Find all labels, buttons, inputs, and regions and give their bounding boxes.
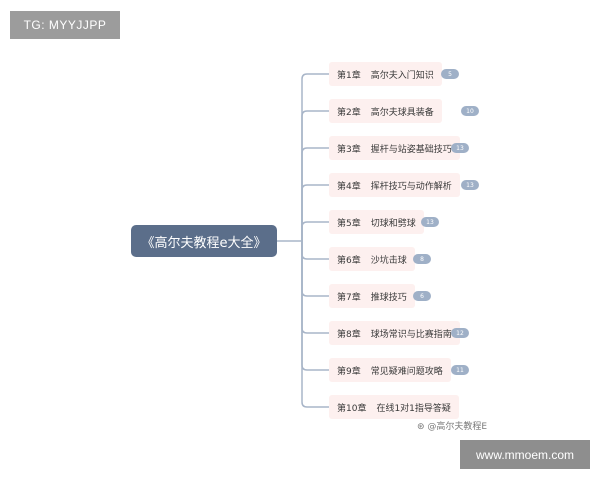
chapter-number: 第8章: [337, 329, 361, 340]
chapter-count-badge: 5: [441, 69, 459, 79]
chapter-title: 握杆与站姿基础技巧: [370, 144, 452, 155]
chapter-count-badge: 8: [413, 254, 431, 264]
chapter-count-badge: 10: [461, 106, 479, 116]
watermark-top: TG: MYYJJPP: [10, 11, 120, 39]
branch-line-7: [301, 241, 329, 297]
branch-line-10: [301, 241, 329, 408]
source-text: 高尔夫教程E: [436, 422, 488, 432]
chapter-number: 第10章: [337, 403, 367, 414]
chapter-node-2[interactable]: 第2章高尔夫球具装备: [329, 99, 442, 123]
chapter-number: 第3章: [337, 144, 361, 155]
chapter-count-badge: 13: [421, 217, 439, 227]
chapter-title: 高尔夫入门知识: [370, 70, 434, 81]
chapter-count-badge: 13: [451, 143, 469, 153]
watermark-bottom: www.mmoem.com: [460, 440, 590, 469]
chapter-title: 切球和劈球: [370, 218, 416, 229]
branch-line-8: [301, 241, 329, 334]
chapter-title: 推球技巧: [370, 292, 407, 303]
branch-line-5: [301, 221, 329, 241]
chapter-number: 第4章: [337, 181, 361, 192]
branch-line-3: [301, 147, 329, 241]
chapter-title: 高尔夫球具装备: [370, 107, 434, 118]
chapter-count-badge: 11: [451, 365, 469, 375]
branch-line-1: [301, 73, 329, 241]
chapter-title: 在线1对1指导答疑: [376, 403, 451, 414]
branch-line-4: [301, 184, 329, 241]
chapter-node-3[interactable]: 第3章握杆与站姿基础技巧: [329, 136, 460, 160]
chapter-title: 沙坑击球: [370, 255, 407, 266]
chapter-title: 挥杆技巧与动作解析: [370, 181, 452, 192]
chapter-node-7[interactable]: 第7章推球技巧: [329, 284, 415, 308]
chapter-count-badge: 12: [451, 328, 469, 338]
chapter-title: 球场常识与比赛指南: [370, 329, 452, 340]
chapter-number: 第5章: [337, 218, 361, 229]
chapter-title: 常见疑难问题攻略: [370, 366, 443, 377]
chapter-node-10[interactable]: 第10章在线1对1指导答疑: [329, 395, 459, 419]
chapter-number: 第2章: [337, 107, 361, 118]
chapter-node-9[interactable]: 第9章常见疑难问题攻略: [329, 358, 451, 382]
weibo-icon: ⊛ @: [417, 422, 437, 432]
chapter-node-1[interactable]: 第1章高尔夫入门知识: [329, 62, 442, 86]
chapter-count-badge: 13: [461, 180, 479, 190]
branch-line-2: [301, 110, 329, 241]
branch-line-6: [301, 241, 329, 260]
chapter-number: 第6章: [337, 255, 361, 266]
branch-line-9: [301, 241, 329, 371]
chapter-count-badge: 6: [413, 291, 431, 301]
chapter-number: 第1章: [337, 70, 361, 81]
root-node[interactable]: 《高尔夫教程e大全》: [131, 225, 277, 257]
source-label: ⊛ @高尔夫教程E: [417, 419, 487, 432]
chapter-node-6[interactable]: 第6章沙坑击球: [329, 247, 415, 271]
chapter-node-8[interactable]: 第8章球场常识与比赛指南: [329, 321, 460, 345]
chapter-node-5[interactable]: 第5章切球和劈球: [329, 210, 424, 234]
chapter-number: 第9章: [337, 366, 361, 377]
chapter-number: 第7章: [337, 292, 361, 303]
chapter-node-4[interactable]: 第4章挥杆技巧与动作解析: [329, 173, 460, 197]
